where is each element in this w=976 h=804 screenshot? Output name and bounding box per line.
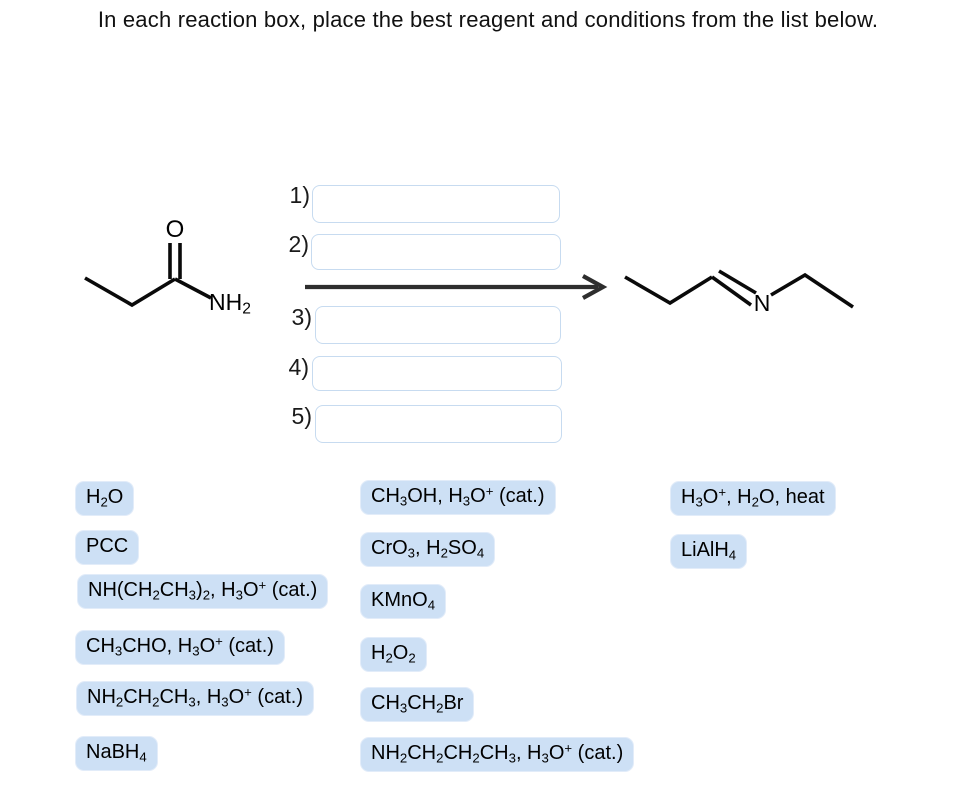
step-label-2: 2) [288,231,309,257]
reagent-chip-pcc[interactable]: PCC [75,530,140,565]
substrate-structure [84,243,212,308]
reaction-step-input-4[interactable] [312,356,562,391]
instruction-title: In each reaction box, place the best rea… [97,7,879,32]
reaction-step-input-5[interactable] [315,405,562,443]
imine-nitrogen-label: N [753,290,771,316]
reaction-arrow [305,274,608,300]
reagent-chip-diethylamine[interactable]: NH(CH2CH3)2, H3O+ (cat.) [77,574,329,609]
reagent-chip-propylamine[interactable]: NH2CH2CH2CH3, H3O+ (cat.) [360,737,635,772]
reaction-step-input-1[interactable] [312,185,560,223]
reagent-chip-cro3-h2so4[interactable]: CrO3, H2SO4 [360,532,496,567]
step-label-3: 3) [291,304,312,330]
reagent-chip-h3o-h2o-heat[interactable]: H3O+, H2O, heat [670,481,836,516]
carbonyl-oxygen-label: O [165,216,185,243]
reagent-chip-ethyl-bromide[interactable]: CH3CH2Br [360,687,475,722]
step-label-4: 4) [288,354,309,380]
reagent-chip-h2o[interactable]: H2O [75,481,135,516]
reaction-step-input-2[interactable] [311,234,561,270]
reagent-chip-lialh4[interactable]: LiAlH4 [670,534,748,569]
reaction-step-input-3[interactable] [315,306,561,344]
step-label-1: 1) [289,182,310,208]
reagent-chip-ethylamine[interactable]: NH2CH2CH3, H3O+ (cat.) [76,681,314,716]
product-structure [624,269,854,309]
reagent-chip-acetaldehyde[interactable]: CH3CHO, H3O+ (cat.) [75,630,285,665]
reagent-chip-h2o2[interactable]: H2O2 [360,637,427,672]
reagent-chip-nabh4[interactable]: NaBH4 [75,736,158,771]
amide-nh2-label: NH2 [209,289,251,318]
step-label-5: 5) [291,403,312,429]
reagent-chip-kmno4[interactable]: KMnO4 [360,584,447,619]
reagent-chip-methanol[interactable]: CH3OH, H3O+ (cat.) [360,480,556,515]
